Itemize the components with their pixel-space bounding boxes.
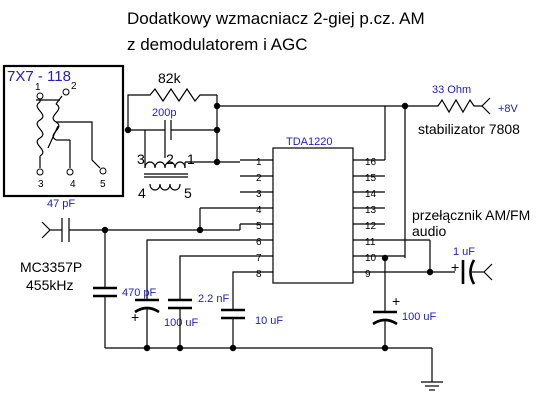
c470p-label: 470 pF bbox=[122, 287, 157, 299]
filter-pin-5: 5 bbox=[100, 179, 106, 190]
ic-pin-8: 8 bbox=[256, 269, 262, 280]
coil-pin-1: 1 bbox=[187, 151, 195, 167]
title-line-1: Dodatkowy wzmacniacz 2-giej p.cz. AM bbox=[127, 9, 425, 28]
supply-section: 33 Ohm +8V stabilizator 7808 bbox=[401, 84, 520, 258]
coil-pin-2: 2 bbox=[166, 151, 174, 167]
filter-pin-4: 4 bbox=[70, 179, 76, 190]
ic-pin-2: 2 bbox=[256, 173, 262, 184]
svg-text:+: + bbox=[131, 309, 139, 325]
title-line-2: z demodulatorem i AGC bbox=[127, 35, 307, 54]
ic-pin-16: 16 bbox=[365, 157, 377, 168]
ic-name: TDA1220 bbox=[286, 136, 332, 148]
ic-pin-5: 5 bbox=[256, 221, 262, 232]
r33-label: 33 Ohm bbox=[432, 84, 471, 96]
ic-pin-12: 12 bbox=[365, 221, 377, 232]
ic-pin-4: 4 bbox=[256, 205, 262, 216]
audio-note: audio bbox=[412, 223, 446, 239]
ic-pin-15: 15 bbox=[365, 173, 377, 184]
wiring bbox=[105, 106, 455, 310]
filter-box-label: 7X7 - 118 bbox=[7, 68, 71, 85]
r82k-label: 82k bbox=[158, 70, 182, 86]
c10u-label: 10 uF bbox=[255, 315, 283, 327]
ic-pin-10: 10 bbox=[365, 253, 377, 264]
c47p-label: 47 pF bbox=[47, 198, 75, 210]
ic-pin-3: 3 bbox=[256, 189, 262, 200]
tank-circuit: 82k 200p 3 2 1 4 5 bbox=[124, 70, 405, 201]
filter-pin-3: 3 bbox=[38, 179, 44, 190]
switch-note: przełącznik AM/FM bbox=[412, 207, 530, 223]
ic-pin-6: 6 bbox=[256, 237, 262, 248]
ic-pin-1: 1 bbox=[256, 157, 262, 168]
ic-pin-9: 9 bbox=[365, 269, 371, 280]
bottom-capacitors: + 100 uF 2.2 nF 10 uF + 100 uF bbox=[131, 293, 437, 348]
coil-pin-3: 3 bbox=[137, 151, 145, 167]
output-section: przełącznik AM/FM audio 1 uF + bbox=[412, 207, 530, 285]
c200p-label: 200p bbox=[152, 107, 176, 119]
svg-text:+: + bbox=[392, 293, 400, 309]
regulator-note: stabilizator 7808 bbox=[418, 121, 520, 137]
filter-pin-2: 2 bbox=[71, 81, 77, 92]
ground-rail bbox=[105, 344, 443, 391]
ic-pin-13: 13 bbox=[365, 205, 377, 216]
filter-freq-label: 455kHz bbox=[26, 277, 73, 293]
ic-pin-7: 7 bbox=[256, 253, 262, 264]
svg-text:+: + bbox=[451, 259, 459, 275]
filter-pin-1: 1 bbox=[35, 82, 41, 93]
coil-pin-4: 4 bbox=[138, 185, 146, 201]
supply-voltage-label: +8V bbox=[498, 103, 519, 115]
c100u-right-label: 100 uF bbox=[402, 311, 437, 323]
input-section: 47 pF MC3357P 455kHz 470 pF bbox=[20, 198, 204, 348]
c1u-label: 1 uF bbox=[453, 246, 475, 258]
ic-pin-11: 11 bbox=[365, 237, 376, 248]
c100u-left-label: 100 uF bbox=[164, 317, 199, 329]
coil-pin-5: 5 bbox=[184, 185, 192, 201]
c2n2-label: 2.2 nF bbox=[198, 293, 229, 305]
ic-tda1220: TDA1220 1 2 3 4 5 6 7 8 16 15 14 13 12 1… bbox=[240, 136, 385, 284]
ic-pin-14: 14 bbox=[365, 189, 377, 200]
filter-name-label: MC3357P bbox=[20, 259, 82, 275]
filter-pinout-box: 7X7 - 118 1 2 3 4 5 bbox=[2, 64, 125, 198]
